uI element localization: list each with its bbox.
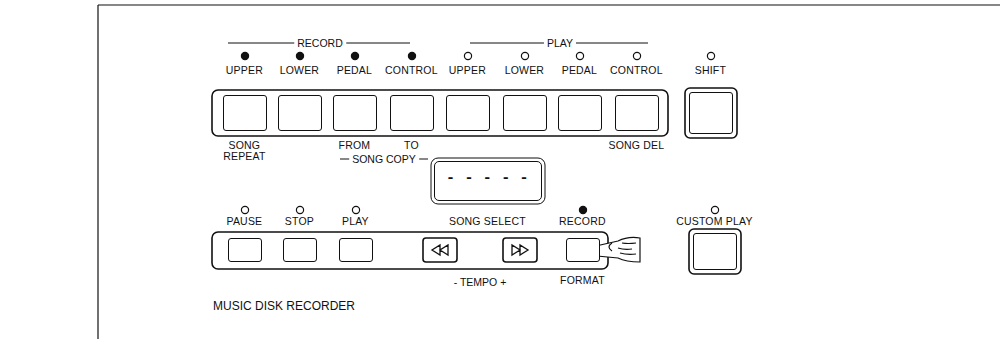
select-button: LOWER <box>503 95 547 131</box>
button-label: STOP <box>285 216 314 227</box>
button-frame <box>685 88 737 138</box>
select-button: PEDAL <box>558 95 602 131</box>
pressing-hand <box>594 237 640 262</box>
select-button: LOWER <box>278 95 322 131</box>
button-label: FROM <box>339 140 371 151</box>
button-label: PAUSE <box>226 216 262 227</box>
select-button: UPPER <box>446 95 490 131</box>
button-label: FORMAT <box>560 275 605 286</box>
indicator-led <box>241 52 248 59</box>
button-label: SONG SELECT <box>449 216 526 227</box>
transport-button: PLAY <box>339 238 373 262</box>
select-button: CONTROLSONG DEL <box>615 95 659 131</box>
button-label: LOWER <box>505 65 545 76</box>
select-button: CONTROLTO <box>390 95 434 131</box>
rewind-icon <box>432 245 448 255</box>
button-label: CONTROL <box>610 65 663 76</box>
frame-line <box>98 4 1000 5</box>
transport-button: PAUSE <box>228 238 262 262</box>
indicator-led <box>579 206 586 213</box>
group-label: RECORD <box>294 37 346 49</box>
group-label: - TEMPO + <box>451 276 510 288</box>
shift-button: SHIFT <box>689 92 733 134</box>
button-label: PLAY <box>342 216 369 227</box>
forward-icon <box>512 245 528 255</box>
button-frame <box>689 229 741 274</box>
select-button: PEDALFROM <box>333 95 377 131</box>
button-group <box>212 90 668 136</box>
select-button: UPPERSONG REPEAT <box>223 95 267 131</box>
display-frame <box>431 158 545 204</box>
indicator-led <box>707 52 714 59</box>
button-label: PEDAL <box>562 65 597 76</box>
group-label: SONG COPY <box>349 153 419 165</box>
frame-line <box>97 5 98 339</box>
indicator-led <box>351 52 358 59</box>
transport-button: STOP <box>283 238 317 262</box>
button-label: SHIFT <box>695 65 726 76</box>
button-label: UPPER <box>449 65 486 76</box>
indicator-led <box>464 52 471 59</box>
indicator-led <box>296 52 303 59</box>
display-readout: - - - - - <box>446 171 529 187</box>
button-label: LOWER <box>280 65 320 76</box>
custom-play-button: CUSTOM PLAY <box>693 233 737 270</box>
record-button: RECORDFORMAT <box>566 238 600 262</box>
indicator-led <box>711 206 718 213</box>
indicator-led <box>576 52 583 59</box>
indicator-led <box>241 206 248 213</box>
button-label: RECORD <box>559 216 606 227</box>
button-label: CUSTOM PLAY <box>676 216 753 227</box>
indicator-led <box>633 52 640 59</box>
button-label: SONG REPEAT <box>219 140 269 162</box>
indicator-led <box>296 206 303 213</box>
indicator-led <box>408 52 415 59</box>
panel-title: MUSIC DISK RECORDER <box>210 300 358 312</box>
button-label: SONG DEL <box>608 140 664 151</box>
button-group <box>212 232 608 269</box>
button-label: PEDAL <box>337 65 372 76</box>
button-label: UPPER <box>226 65 263 76</box>
rewind-button <box>423 238 457 262</box>
group-label: PLAY <box>544 37 576 49</box>
indicator-led <box>521 52 528 59</box>
button-label: TO <box>404 140 419 151</box>
song-display: - - - - -SONG SELECT <box>434 161 542 201</box>
forward-button <box>503 238 537 262</box>
button-label: CONTROL <box>385 65 438 76</box>
indicator-led <box>352 206 359 213</box>
